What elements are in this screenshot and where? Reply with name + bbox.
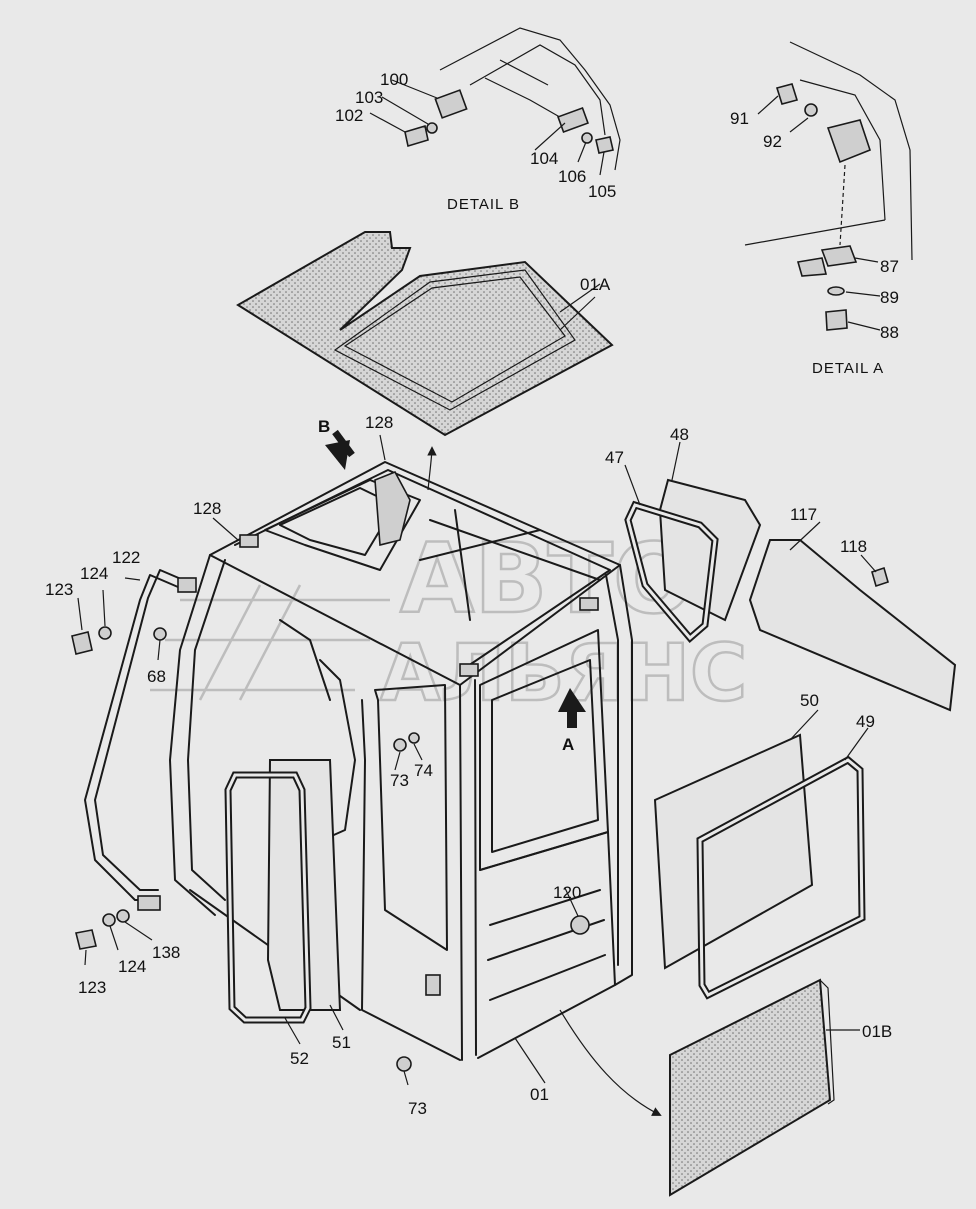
washer-74 — [408, 732, 420, 744]
bolt-105 — [595, 136, 614, 154]
glass-117 — [748, 539, 957, 712]
callout-51: 51 — [332, 1033, 351, 1052]
callout-48: 48 — [670, 425, 689, 444]
hinge-assembly — [374, 470, 411, 547]
view-marker-b: B — [318, 417, 330, 436]
cab-frame-01 — [169, 461, 633, 1061]
callout-68: 68 — [147, 667, 166, 686]
cab-latch — [425, 974, 441, 996]
callout-01a: 01A — [580, 275, 611, 294]
callout-138: 138 — [152, 943, 180, 962]
callout-47: 47 — [605, 448, 624, 467]
view-marker-a: A — [562, 735, 574, 754]
callout-73-lower: 73 — [408, 1099, 427, 1118]
detail-a — [744, 41, 913, 331]
callouts: 100 103 102 104 106 105 91 92 87 89 88 0… — [45, 70, 899, 1118]
fastener-118 — [871, 566, 889, 588]
panel-01b — [669, 978, 832, 1197]
rail-bracket-bottom — [137, 895, 161, 911]
callout-92: 92 — [763, 132, 782, 151]
washer-103 — [426, 122, 438, 134]
watermark-line1: АВТО — [400, 523, 695, 635]
callout-122: 122 — [112, 548, 140, 567]
callout-01b: 01B — [862, 1022, 892, 1041]
callout-106: 106 — [558, 167, 586, 186]
callout-50: 50 — [800, 691, 819, 710]
arrow-a — [558, 688, 586, 712]
bolt-73-lower — [396, 1056, 412, 1072]
washer-106 — [581, 132, 593, 144]
bolt-123-top — [71, 631, 93, 655]
callout-102: 102 — [335, 106, 363, 125]
roof-bracket-front — [459, 663, 479, 677]
callout-118: 118 — [840, 537, 867, 556]
window-group — [224, 478, 957, 1197]
roof-bracket-right — [579, 597, 599, 611]
callout-103: 103 — [355, 88, 383, 107]
bracket-detail-a — [826, 119, 871, 164]
roof-panel-01a — [236, 231, 614, 491]
callout-123-top: 123 — [45, 580, 73, 599]
callout-124-top: 124 — [80, 564, 108, 583]
hinge-bracket-104 — [557, 107, 589, 133]
washer-124-bottom — [102, 913, 116, 927]
handrail-122 — [84, 569, 197, 911]
callout-01: 01 — [530, 1085, 549, 1104]
bolt-88 — [825, 309, 848, 331]
callout-124-bottom: 124 — [118, 957, 146, 976]
rail-bracket-top — [177, 577, 197, 593]
bolt-123-bottom — [75, 929, 97, 950]
callout-74: 74 — [414, 761, 433, 780]
washer-124-top — [98, 626, 112, 640]
bracket-87 — [820, 245, 858, 267]
callout-73-upper: 73 — [390, 771, 409, 790]
callout-100: 100 — [380, 70, 408, 89]
glass-50 — [653, 733, 814, 970]
washer-89 — [827, 286, 845, 296]
bolt-91 — [775, 83, 799, 105]
callout-120: 120 — [553, 883, 581, 902]
nut-120 — [570, 915, 590, 935]
roof-bracket-left — [239, 534, 259, 548]
detail-a-label: DETAIL A — [812, 360, 884, 377]
bolt-102 — [404, 124, 429, 148]
washer-138 — [116, 909, 130, 923]
bolt-73-upper — [393, 738, 407, 752]
callout-52: 52 — [290, 1049, 309, 1068]
callout-104: 104 — [530, 149, 558, 168]
pin-87 — [796, 257, 828, 277]
left-fasteners — [71, 577, 590, 1086]
callout-91: 91 — [730, 109, 749, 128]
callout-128-top: 128 — [365, 413, 393, 432]
detail-b-label: DETAIL B — [447, 196, 520, 213]
callout-89: 89 — [880, 288, 899, 307]
callout-123-bottom: 123 — [78, 978, 106, 997]
callout-117: 117 — [790, 505, 817, 524]
arrows — [325, 429, 662, 1116]
leader-lines — [212, 296, 877, 1084]
washer-92 — [804, 103, 818, 117]
callout-105: 105 — [588, 182, 616, 201]
callout-49: 49 — [856, 712, 875, 731]
detail-b — [369, 27, 621, 176]
callout-88: 88 — [880, 323, 899, 342]
callout-87: 87 — [880, 257, 899, 276]
callout-128-left: 128 — [193, 499, 221, 518]
hinge-bracket-100 — [434, 89, 468, 119]
detail-labels: DETAIL B DETAIL A B A — [318, 196, 884, 754]
bolt-68 — [153, 627, 167, 641]
